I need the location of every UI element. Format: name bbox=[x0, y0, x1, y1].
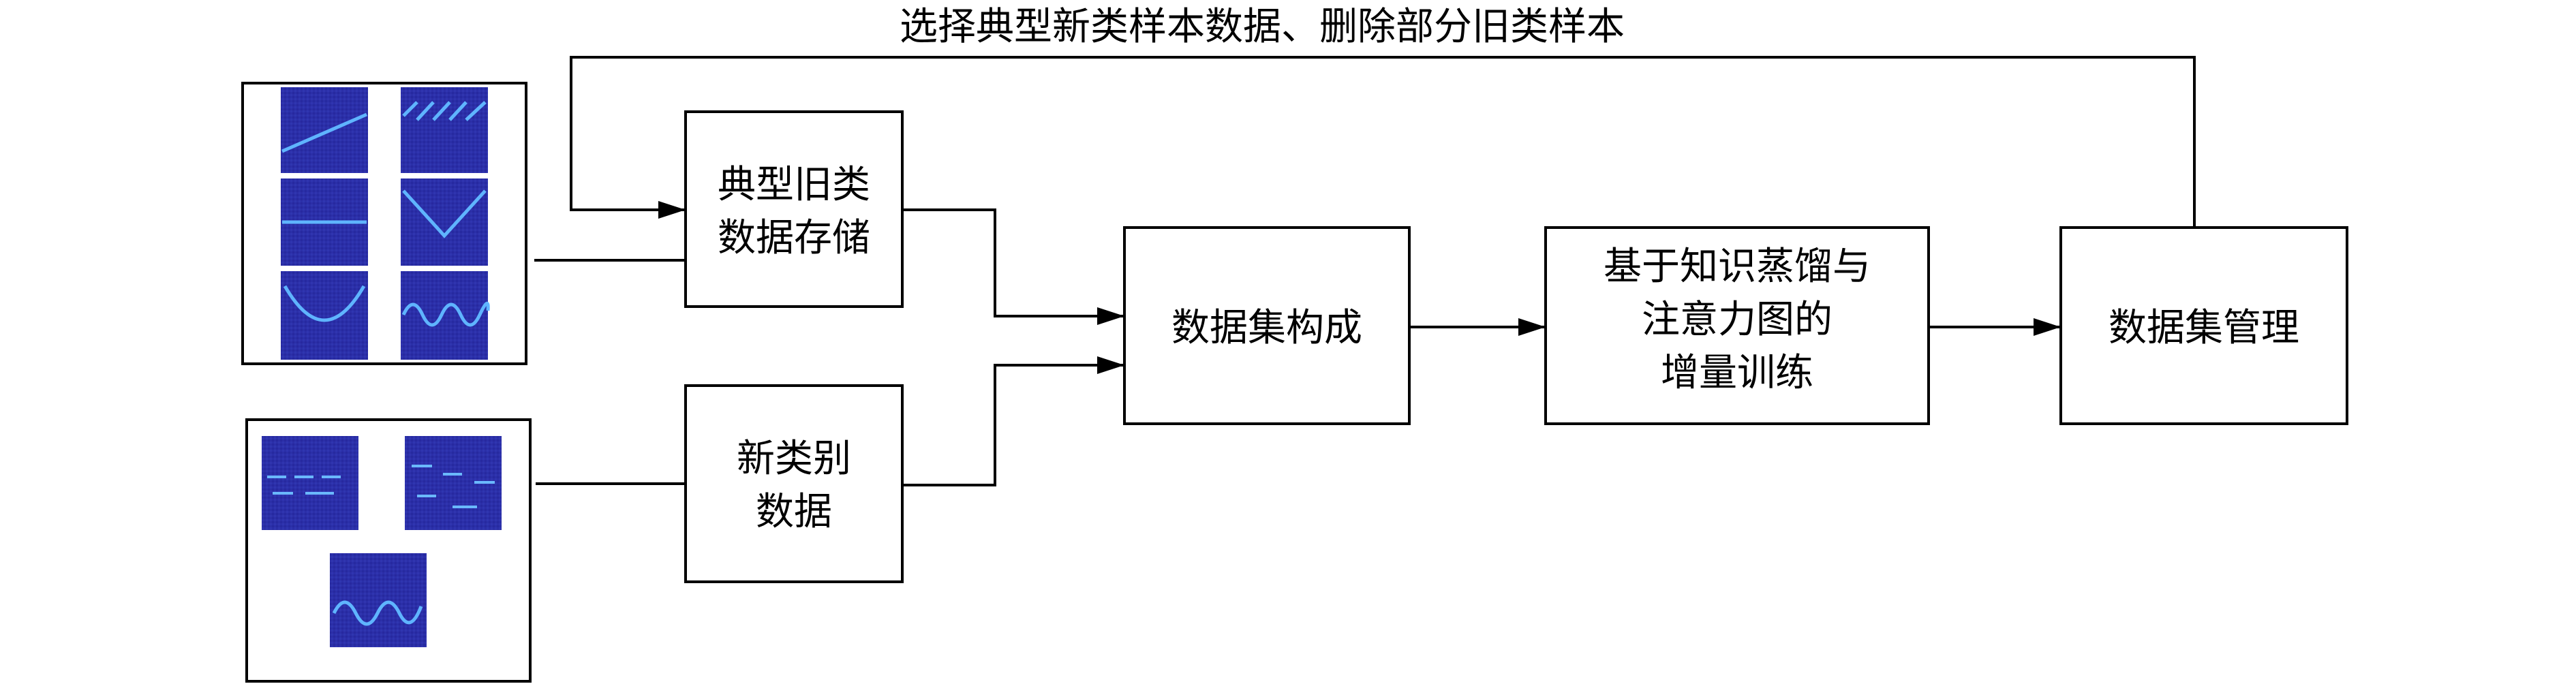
thumbnail-image bbox=[281, 87, 368, 173]
thumbnail-signal bbox=[332, 600, 423, 626]
dataset-management-label: 数据集管理 bbox=[2109, 306, 2299, 350]
training-line-1: 基于知识蒸馏与 bbox=[1604, 245, 1871, 289]
feedback-arrow bbox=[570, 56, 2196, 226]
arrow-new-to-dataset bbox=[902, 356, 1124, 486]
thumbnail-image bbox=[330, 553, 427, 647]
training-line-2: 注意力图的 bbox=[1642, 298, 1833, 342]
thumbnail-signal bbox=[283, 285, 366, 322]
dataset-construct-box: 数据集构成 bbox=[1123, 226, 1411, 425]
thumbnail-signal bbox=[401, 302, 490, 327]
arrow-old-to-dataset bbox=[902, 208, 1124, 325]
old-class-storage-box: 典型旧类 数据存储 bbox=[684, 110, 904, 308]
dataset-construct-label: 数据集构成 bbox=[1171, 306, 1362, 350]
old-class-samples-panel bbox=[241, 82, 527, 365]
training-line-3: 增量训练 bbox=[1661, 351, 1813, 395]
thumbnail-signal bbox=[402, 101, 487, 121]
new-class-thumbnails bbox=[262, 436, 502, 647]
new-class-line-2: 数据 bbox=[756, 490, 832, 534]
new-class-line-1: 新类别 bbox=[737, 437, 851, 481]
thumbnail-image bbox=[401, 271, 488, 360]
old-storage-line-1: 典型旧类 bbox=[718, 163, 870, 207]
thumbnail-signal bbox=[412, 465, 495, 508]
dataset-management-box: 数据集管理 bbox=[2059, 226, 2348, 425]
thumbnail-image bbox=[401, 87, 488, 173]
new-class-data-box: 新类别 数据 bbox=[684, 384, 904, 583]
thumbnail-signal bbox=[402, 189, 487, 238]
thumbnail-signal bbox=[281, 112, 367, 153]
thumbnail-signal bbox=[267, 476, 341, 495]
new-class-samples-panel bbox=[245, 418, 532, 683]
feedback-label: 选择典型新类样本数据、删除部分旧类样本 bbox=[900, 5, 1625, 49]
thumbnail-image bbox=[401, 178, 488, 266]
old-class-thumbnails bbox=[281, 87, 490, 360]
thumbnail-image bbox=[262, 436, 358, 530]
thumbnail-image bbox=[281, 271, 368, 360]
incremental-training-box: 基于知识蒸馏与 注意力图的 增量训练 bbox=[1544, 226, 1930, 425]
old-storage-line-2: 数据存储 bbox=[718, 216, 870, 260]
